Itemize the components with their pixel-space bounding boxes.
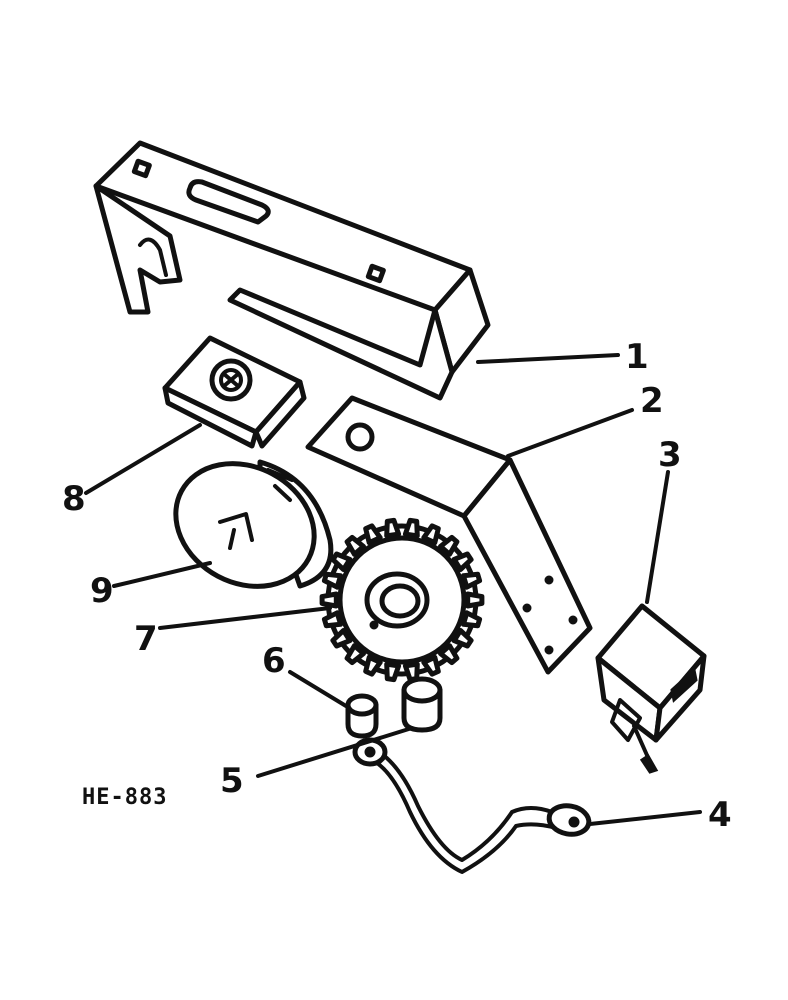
sprocket-tooth [402,517,420,539]
callout-3: 3 [658,435,682,475]
part-2-angle-bracket [305,395,593,675]
callout-7: 7 [134,619,158,659]
sprocket-tooth [460,610,483,629]
sprocket-tooth [460,571,483,590]
part-1-channel-bracket [93,140,491,401]
leader-9 [112,561,212,588]
sprocket-tooth [344,643,366,666]
sprocket-tooth [363,523,383,546]
sprocket-tooth [438,534,460,557]
sprocket-tooth [465,591,485,609]
sprocket-tooth [321,610,344,629]
part-5-bushing [401,676,443,733]
sprocket-tooth [384,661,402,683]
sprocket-tooth [319,591,339,609]
leader-5 [256,726,414,778]
sprocket-tooth [421,654,441,677]
part-8-plate-with-screw [162,335,307,449]
sprocket-tooth [438,643,460,666]
callout-8: 8 [62,479,86,519]
part-6-small-cap [345,693,379,739]
leader-8 [84,423,202,495]
leader-4 [588,810,702,826]
leader-1 [476,353,620,364]
callout-1: 1 [625,337,649,377]
part-7-sprocket [319,517,485,683]
sprocket-tooth [330,551,353,572]
sprocket-tooth [363,654,383,677]
sprocket-tooth [330,628,353,649]
sprocket-tooth [344,534,366,557]
leader-2 [506,408,634,458]
sprocket-tooth [321,571,344,590]
sprocket-tooth [451,551,474,572]
part-4-wire-lead [352,737,592,874]
sprocket-tooth [421,523,441,546]
sprocket-tooth [451,628,474,649]
callout-9: 9 [90,571,114,611]
leader-7 [158,606,332,630]
part-3-switch-box [595,603,707,774]
callout-5: 5 [220,761,244,801]
leader-6 [288,670,348,708]
leader-3 [645,470,670,604]
figure-id: HE-883 [82,785,167,810]
callout-leader-lines [84,353,702,826]
sprocket-tooth [384,517,402,539]
callout-2: 2 [640,381,664,421]
part-9-disc-cover [173,459,334,589]
callout-4: 4 [708,795,732,835]
callout-6: 6 [262,641,286,681]
